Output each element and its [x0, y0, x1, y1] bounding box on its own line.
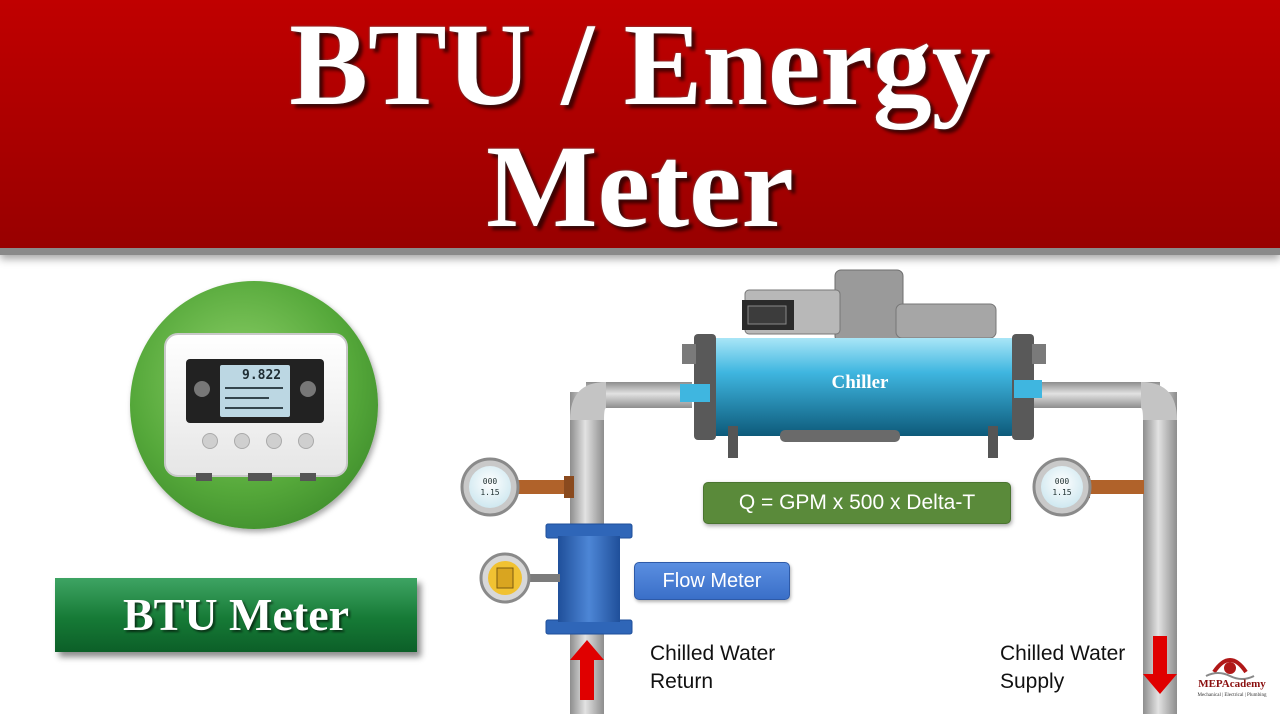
device-button [266, 433, 282, 449]
device-button [298, 433, 314, 449]
logo-tagline: Mechanical | Electrical | Plumbing [1197, 693, 1267, 698]
mep-academy-logo: MEPAcademy Mechanical | Electrical | Plu… [1190, 648, 1274, 708]
btu-meter-device-icon: 9.822 [164, 333, 348, 481]
gauge-reading-top: 000 [1055, 477, 1070, 486]
chiller-label: Chiller [831, 372, 889, 393]
temperature-gauge-icon: 000 1.15 [460, 457, 574, 517]
title-banner: BTU / Energy Meter [0, 0, 1280, 255]
formula-box: Q = GPM x 500 x Delta-T [703, 482, 1011, 524]
title-line-2: Meter [486, 121, 794, 252]
gauge-reading-bottom: 1.15 [480, 488, 499, 497]
gauge-reading-bottom: 1.15 [1052, 488, 1071, 497]
flow-meter-label: Flow Meter [634, 562, 790, 600]
device-button [234, 433, 250, 449]
supply-label-line-2: Supply [1000, 670, 1065, 693]
arrow-down-icon [1143, 636, 1177, 694]
chilled-water-supply-label: Chilled Water Supply [1000, 640, 1125, 696]
return-pipe-elbow [570, 382, 606, 420]
title-line-1: BTU / Energy [289, 0, 991, 130]
logo-name: MEPAcademy [1198, 678, 1266, 690]
lcd-line [225, 397, 269, 399]
return-label-line-2: Return [650, 670, 714, 693]
supply-pipe-elbow [1141, 382, 1177, 420]
logo-icon [1205, 658, 1255, 680]
supply-pipe-horizontal [1030, 382, 1160, 408]
lcd-line [225, 387, 283, 389]
device-foot [196, 473, 212, 481]
chilled-water-return-label: Chilled Water Return [650, 640, 775, 696]
device-screen: 9.822 [186, 359, 324, 423]
flow-meter-icon [479, 523, 633, 635]
lcd-line [225, 407, 283, 409]
gauge-reading-top: 000 [483, 477, 498, 486]
btu-meter-label: BTU Meter [55, 578, 417, 652]
device-knob-left [194, 381, 210, 397]
device-lcd: 9.822 [220, 365, 290, 417]
arrow-up-icon [570, 640, 604, 700]
temperature-gauge-icon: 000 1.15 [1032, 457, 1144, 517]
chiller-icon [680, 269, 1046, 458]
device-knob-right [300, 381, 316, 397]
device-foot [300, 473, 316, 481]
device-button [202, 433, 218, 449]
supply-label-line-1: Chilled Water [1000, 642, 1126, 665]
return-label-line-1: Chilled Water [650, 642, 776, 665]
device-reading: 9.822 [242, 368, 282, 383]
device-foot [248, 473, 272, 481]
